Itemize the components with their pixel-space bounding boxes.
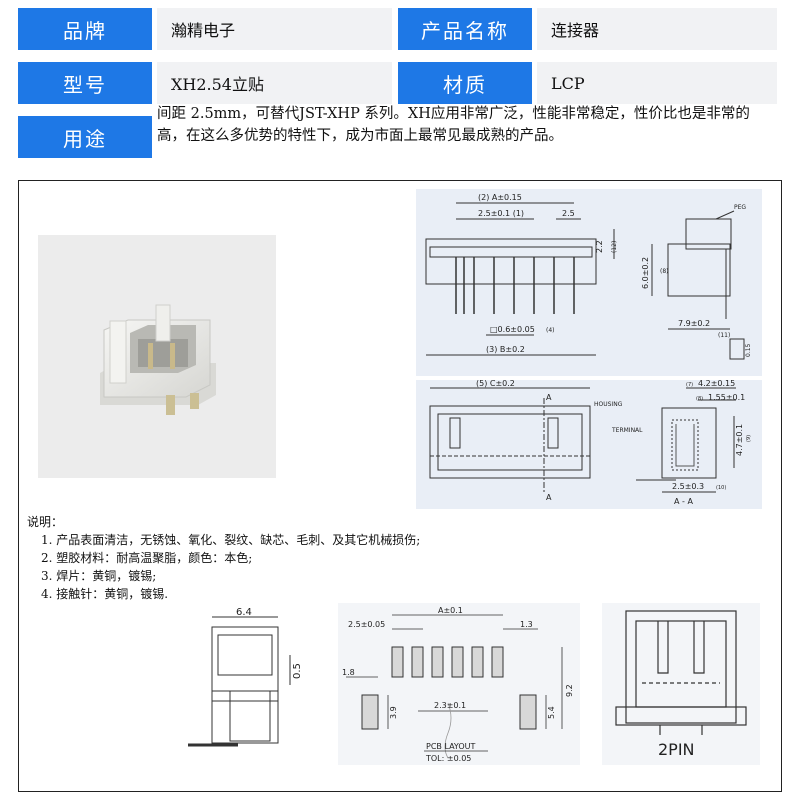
housing-label: HOUSING (594, 401, 623, 408)
notes: 说明： 1. 产品表面清洁，无锈蚀、氧化、裂纹、缺芯、毛刺、及其它机械损伤; 2… (27, 513, 420, 603)
section-mark-bottom: A (546, 493, 552, 502)
pcb-tolerance: TOL: ±0.05 (425, 754, 471, 763)
note-item: 4. 接触针：黄铜，镀锡. (41, 587, 169, 601)
model-label: 型号 (18, 62, 152, 104)
dim-a: (2) A±0.15 (478, 193, 522, 202)
pcb-dim-13: 1.3 (520, 620, 533, 629)
pcb-dim-pitch: 2.5±0.05 (348, 620, 385, 629)
dim-42-tag: (7) (686, 382, 693, 388)
dim-side-height: 6.0±0.2 (641, 257, 650, 289)
notes-title: 说明： (27, 515, 64, 529)
peg-label: PEG (734, 204, 746, 211)
top-view-and-section-drawing: (5) C±0.2 A A HOUSING TERMINAL (7) 4.2±0… (429, 379, 752, 506)
dim-25-tag: (10) (716, 485, 726, 491)
material-value: LCP (537, 62, 777, 104)
drawing-pcb-layout: A±0.1 2.5±0.05 1.3 1.8 3.9 2.3±0.1 5.4 9… (338, 603, 580, 765)
pcb-dim-92: 9.2 (565, 684, 574, 697)
product-photo (38, 235, 276, 478)
dim-47: 4.7±0.1 (735, 424, 744, 456)
dim-42: 4.2±0.15 (698, 380, 735, 388)
dim-pitch: 2.5±0.1 (1) (478, 209, 524, 218)
model-value: XH2.54立贴 (157, 62, 392, 104)
material-label: 材质 (398, 62, 532, 104)
dim-11: (11) (718, 332, 730, 339)
dim-thickness: 0.5 (292, 663, 303, 679)
product-name-label: 产品名称 (398, 8, 532, 50)
dim-width: 6.4 (236, 607, 252, 618)
dim-b: (3) B±0.2 (486, 345, 525, 354)
pcb-layout-drawing: A±0.1 2.5±0.05 1.3 1.8 3.9 2.3±0.1 5.4 9… (342, 606, 574, 763)
brand-label: 品牌 (18, 8, 152, 50)
note-item: 1. 产品表面清洁，无锈蚀、氧化、裂纹、缺芯、毛刺、及其它机械损伤; (41, 533, 421, 547)
product-name-value: 连接器 (537, 8, 777, 50)
two-pin-front-drawing: 2PIN (615, 610, 747, 759)
drawing-top-panel: (2) A±0.15 2.5±0.1 (1) 2.5 2.2 (12) □0.6… (416, 189, 762, 376)
side-profile-drawing: 6.4 0.5 (188, 607, 303, 747)
pcb-dim-a: A±0.1 (438, 606, 463, 615)
dim-side-tag: (8) (660, 268, 669, 275)
dim-pin-tag: (4) (546, 327, 555, 334)
two-pin-label: 2PIN (658, 740, 695, 759)
drawing-side-profile: 6.4 0.5 (178, 605, 318, 760)
front-and-side-view-drawing: (2) A±0.15 2.5±0.1 (1) 2.5 2.2 (12) □0.6… (425, 193, 752, 360)
usage-label: 用途 (18, 116, 152, 158)
dim-end: 2.5 (562, 209, 575, 218)
drawing-bottom-panel: (5) C±0.2 A A HOUSING TERMINAL (7) 4.2±0… (416, 379, 762, 509)
terminal-label: TERMINAL (611, 427, 643, 434)
dim-pin: □0.6±0.05 (490, 325, 535, 334)
dim-height: 2.2 (595, 240, 604, 253)
dim-side-width: 7.9±0.2 (678, 319, 710, 328)
connector-photo-illustration (100, 304, 216, 415)
usage-text: 间距 2.5mm，可替代JST-XHP 系列。XH应用非常广泛，性能非常稳定，性… (157, 106, 750, 144)
brand-value: 瀚精电子 (157, 8, 392, 50)
dim-height-tag: (12) (611, 241, 618, 253)
pcb-layout-label: PCB LAYOUT (426, 742, 476, 751)
dim-c: (5) C±0.2 (476, 380, 515, 388)
pcb-dim-54: 5.4 (547, 706, 556, 719)
pcb-dim-39: 3.9 (389, 706, 398, 719)
dim-015: 0.15 (745, 343, 752, 357)
spec-frame (18, 180, 782, 792)
pcb-dim-23: 2.3±0.1 (434, 701, 466, 710)
pcb-dim-18: 1.8 (342, 668, 355, 677)
section-label: A - A (674, 497, 693, 506)
dim-25: 2.5±0.3 (672, 482, 704, 491)
drawing-2pin: 2PIN (602, 603, 760, 765)
dim-47-tag: (9) (746, 435, 752, 442)
dim-155: 1.55±0.1 (708, 393, 745, 402)
note-item: 3. 焊片：黄铜，镀锡; (41, 569, 157, 583)
note-item: 2. 塑胶材料：耐高温聚脂，颜色：本色; (41, 551, 253, 565)
dim-155-tag: (8) (696, 396, 703, 402)
section-mark-top: A (546, 393, 552, 402)
